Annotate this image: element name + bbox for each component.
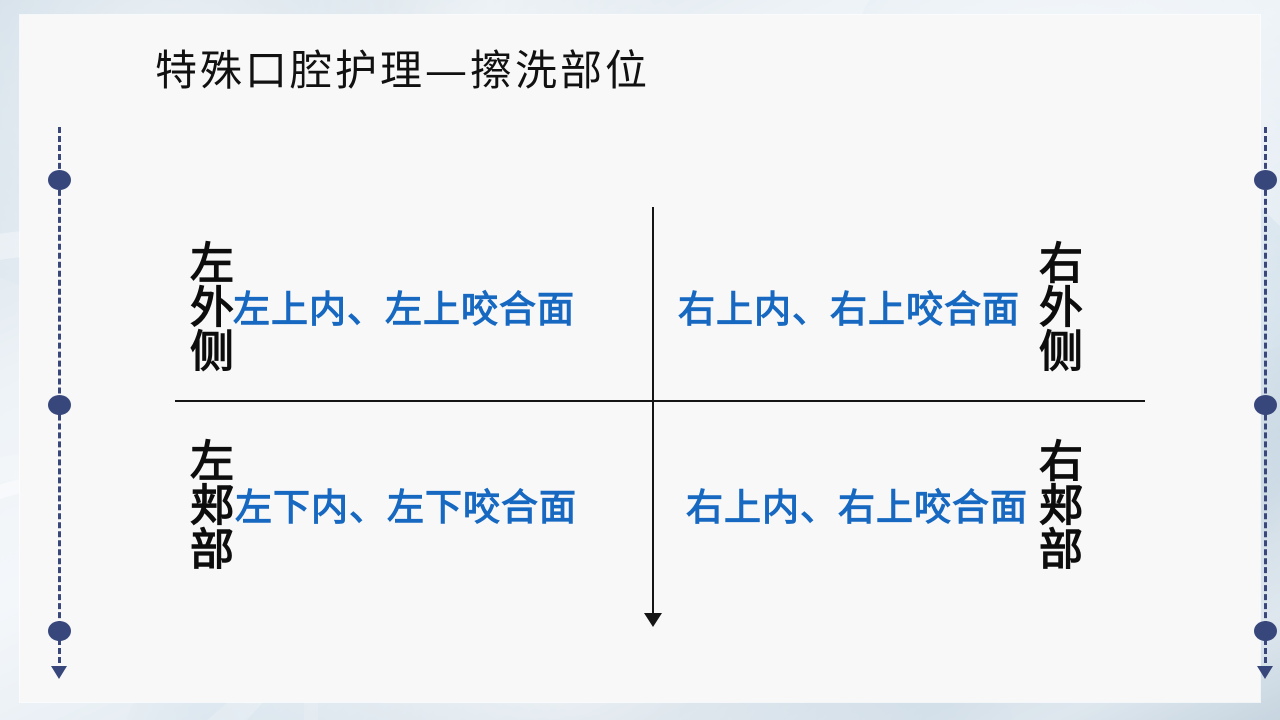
rail-dot-icon xyxy=(48,621,71,641)
quadrant-text-bottom-right: 右上内、右上咬合面 xyxy=(686,485,1028,529)
rail-dot-icon xyxy=(1254,170,1277,190)
quadrant-bottom-left: 左郏部 左下内、左下咬合面 xyxy=(182,424,645,584)
quadrant-text-top-left: 左上内、左上咬合面 xyxy=(233,287,575,331)
quadrant-top-right: 右上内、右上咬合面 右外侧 xyxy=(662,231,1132,381)
quadrant-side-label-top-left: 左外侧 xyxy=(182,240,233,372)
rail-dot-icon xyxy=(48,395,71,415)
arrow-down-icon xyxy=(1257,666,1273,679)
page-title: 特殊口腔护理—擦洗部位 xyxy=(155,46,651,95)
quadrant-text-top-right: 右上内、右上咬合面 xyxy=(678,287,1020,331)
arrow-down-icon xyxy=(51,666,67,679)
horizontal-divider xyxy=(175,400,1145,402)
rail-dot-icon xyxy=(1254,395,1277,415)
quadrant-side-label-bottom-left: 左郏部 xyxy=(182,438,233,570)
quadrant-text-bottom-left: 左下内、左下咬合面 xyxy=(235,485,577,529)
quadrant-side-label-bottom-right: 右郏部 xyxy=(1031,438,1082,570)
rail-dot-icon xyxy=(48,170,71,190)
vertical-divider xyxy=(652,207,654,620)
slide-content-card: 特殊口腔护理—擦洗部位 左外侧 左上内、左上咬合面 xyxy=(20,15,1277,702)
right-decorative-rail xyxy=(1254,127,1277,687)
mouth-quadrant-diagram: 左外侧 左上内、左上咬合面 右上内、右上咬合面 右外侧 左郏部 左下内、左下咬合… xyxy=(175,207,1145,627)
quadrant-side-label-top-right: 右外侧 xyxy=(1031,240,1082,372)
quadrant-top-left: 左外侧 左上内、左上咬合面 xyxy=(182,231,645,381)
quadrant-bottom-right: 右上内、右上咬合面 右郏部 xyxy=(662,424,1132,584)
rail-dot-icon xyxy=(1254,621,1277,641)
left-decorative-rail xyxy=(48,127,71,687)
divider-arrow-down-icon xyxy=(644,613,662,627)
